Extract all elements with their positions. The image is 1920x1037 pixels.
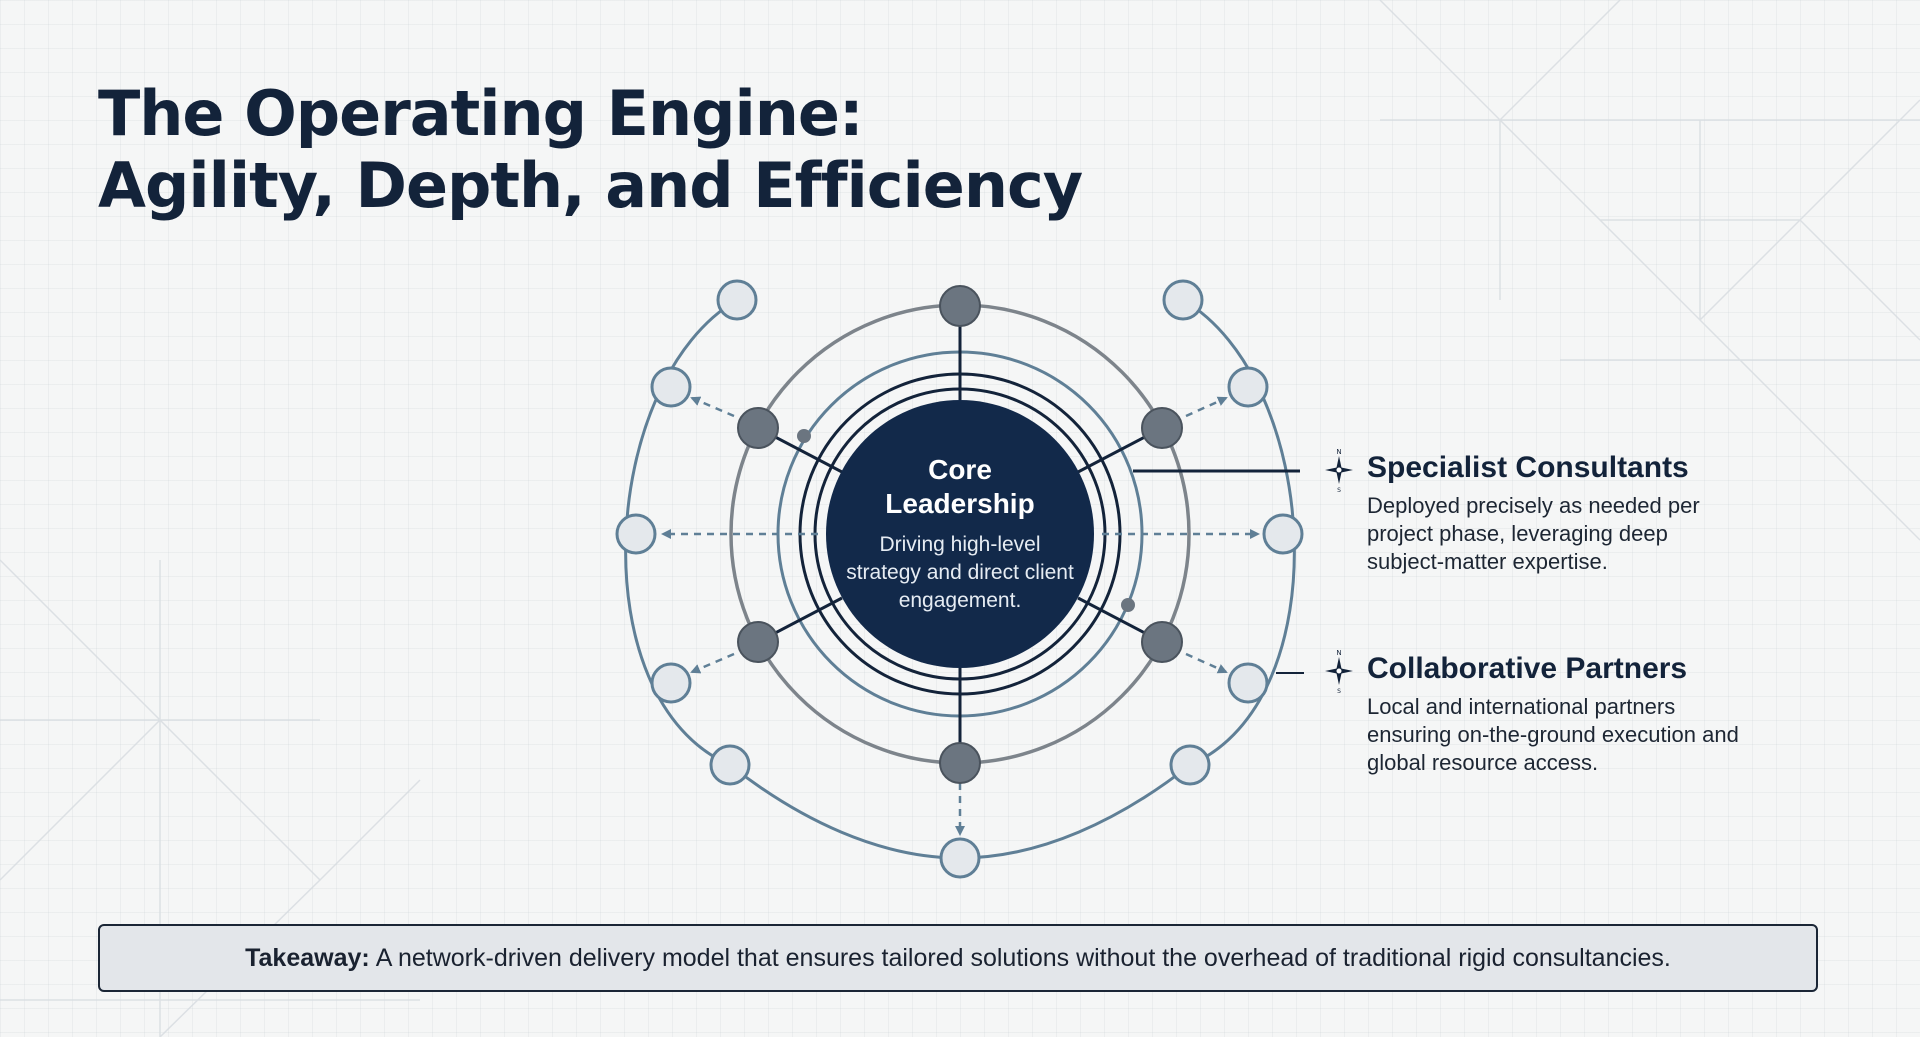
collaborative-partners: Collaborative Partners Local and interna… xyxy=(1367,651,1787,777)
outer-nodes xyxy=(615,279,1304,879)
partners-title: Collaborative Partners xyxy=(1367,652,1688,685)
core-title-line-2: Leadership xyxy=(885,488,1035,519)
svg-text:N: N xyxy=(1336,448,1341,456)
compass-rose-icon: N S xyxy=(1325,448,1353,494)
svg-text:N: N xyxy=(1336,649,1341,657)
core-description: Driving high-level strategy and direct c… xyxy=(846,533,1074,612)
small-node-top-left xyxy=(797,429,811,443)
specialists-description: Deployed precisely as needed per project… xyxy=(1367,493,1700,574)
partners-description: Local and international partners ensurin… xyxy=(1367,694,1739,775)
title-line-1: The Operating Engine: xyxy=(98,77,864,150)
takeaway-box: Takeaway: A network-driven delivery mode… xyxy=(98,924,1818,992)
core-title: Core Leadership xyxy=(885,453,1034,521)
specialist-consultants: Specialist Consultants Deployed precisel… xyxy=(1367,450,1787,576)
takeaway-label: Takeaway: xyxy=(245,943,370,972)
takeaway-text: A network-driven delivery model that ens… xyxy=(375,943,1671,972)
page-title: The Operating Engine: Agility, Depth, an… xyxy=(98,77,1083,222)
small-node-bottom-right xyxy=(1121,598,1135,612)
core-title-line-1: Core xyxy=(928,454,992,485)
outer-arc-right xyxy=(959,298,1296,860)
dashed-arrows xyxy=(661,396,1260,836)
compass-rose-icon: N S xyxy=(1325,649,1353,695)
ring-nodes xyxy=(737,285,1183,784)
core-circle xyxy=(826,400,1094,668)
core-leadership: Core Leadership Driving high-level strat… xyxy=(826,400,1094,668)
outer-arc-left xyxy=(624,298,961,860)
svg-text:S: S xyxy=(1337,487,1341,494)
specialists-title: Specialist Consultants xyxy=(1367,451,1689,484)
title-line-2: Agility, Depth, and Efficiency xyxy=(98,149,1083,222)
svg-text:S: S xyxy=(1337,688,1341,695)
